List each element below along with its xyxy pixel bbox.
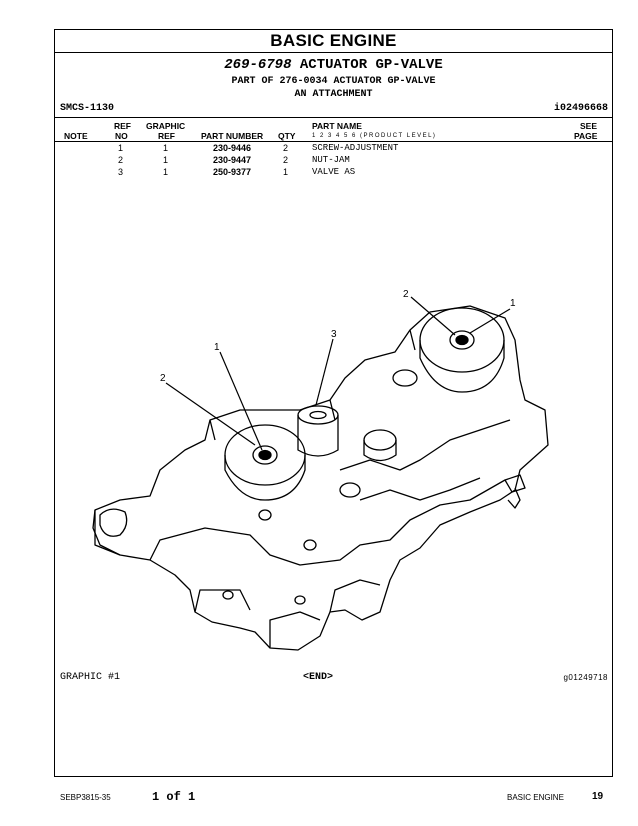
part-number: 230-9446 — [213, 143, 252, 153]
table-header-divider — [54, 141, 613, 142]
header-divider — [54, 117, 613, 118]
callout-label: 2 — [160, 373, 166, 384]
part-name: VALVE AS — [312, 167, 356, 177]
col-qty: QTY — [278, 131, 296, 141]
smcs-code: SMCS-1130 — [60, 103, 115, 114]
col-page: PAGE — [574, 131, 598, 141]
doc-id: i02496668 — [553, 103, 608, 114]
col-graphic: GRAPHIC — [146, 121, 186, 131]
part-name: NUT-JAM — [312, 155, 350, 165]
part-name: SCREW-ADJUSTMENT — [312, 143, 399, 153]
part-number: 230-9447 — [213, 155, 252, 165]
part-number: 269-6798 — [224, 57, 292, 73]
col-part-name: PART NAME — [312, 121, 362, 131]
footer-section: BASIC ENGINE — [507, 793, 564, 802]
leader-line — [219, 351, 263, 451]
end-marker: <END> — [303, 672, 334, 683]
valve-body — [92, 305, 549, 651]
callout-label: 3 — [331, 329, 337, 340]
part-number: 250-9377 — [213, 167, 252, 177]
qty: 2 — [283, 155, 289, 165]
col-no: NO — [115, 131, 128, 141]
ref-no: 3 — [118, 167, 124, 177]
ref-no: 1 — [118, 143, 124, 153]
leader-line — [469, 308, 511, 334]
col-product-level: 1 2 3 4 5 6 (PRODUCT LEVEL) — [312, 133, 437, 139]
part-title: 269-6798 ACTUATOR GP-VALVE — [54, 57, 613, 73]
ref-no: 2 — [118, 155, 124, 165]
callout-label: 1 — [510, 298, 516, 309]
leader-line — [410, 296, 456, 336]
col-part-number: PART NUMBER — [201, 131, 264, 141]
col-see: SEE — [580, 121, 598, 131]
page-of: 1 of 1 — [152, 790, 196, 804]
graphic-ref: 1 — [163, 155, 169, 165]
callout-label: 1 — [214, 342, 220, 353]
col-ref: REF — [114, 121, 131, 131]
page-frame — [54, 29, 613, 777]
part-title-text: ACTUATOR GP-VALVE — [299, 57, 443, 73]
graphic-label: GRAPHIC #1 — [60, 672, 121, 683]
part-of: PART OF 276-0034 ACTUATOR GP-VALVE — [231, 76, 436, 87]
graphic-ref: 1 — [163, 143, 169, 153]
col-note: NOTE — [64, 131, 88, 141]
callout-label: 2 — [403, 289, 409, 300]
footer-doc-id: SEBP3815-35 — [60, 793, 111, 802]
graphic-ref: 1 — [163, 167, 169, 177]
page-number: 19 — [592, 791, 604, 802]
leader-line — [165, 382, 256, 446]
qty: 2 — [283, 143, 289, 153]
title-divider — [54, 52, 613, 53]
attachment: AN ATTACHMENT — [294, 89, 373, 100]
page-title: BASIC ENGINE — [270, 31, 397, 50]
leader-line — [315, 338, 334, 406]
col-graphic-ref: REF — [158, 131, 175, 141]
qty: 1 — [283, 167, 289, 177]
graphic-id: g01249718 — [563, 673, 608, 682]
